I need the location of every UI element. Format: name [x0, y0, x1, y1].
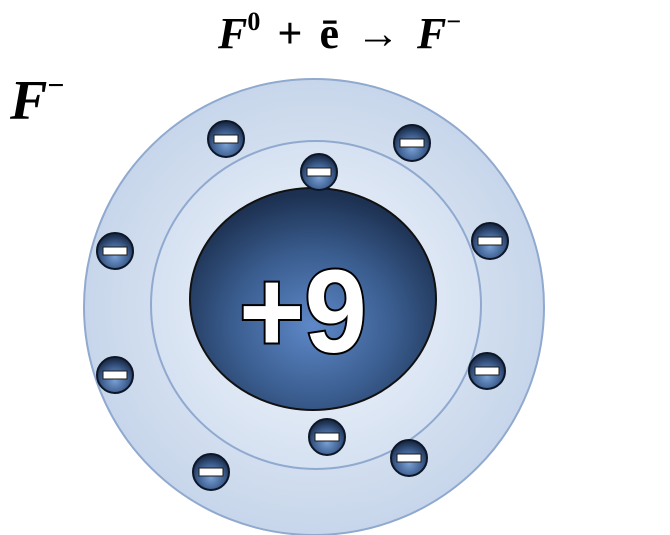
nucleus-charge: +9 [239, 246, 367, 378]
minus-sign [397, 454, 421, 462]
electron-inner-1 [301, 154, 337, 190]
minus-sign [478, 237, 502, 245]
electron-inner-2 [309, 419, 345, 455]
minus-sign [475, 367, 499, 375]
minus-sign [307, 168, 331, 176]
minus-sign [103, 247, 127, 255]
electron-outer-7 [97, 357, 133, 393]
electron-outer-4 [394, 125, 430, 161]
electron-outer-3 [208, 121, 244, 157]
electron-outer-6 [97, 233, 133, 269]
electron-outer-8 [469, 353, 505, 389]
minus-sign [400, 139, 424, 147]
electron-outer-9 [391, 440, 427, 476]
electron-outer-10 [193, 454, 229, 490]
minus-sign [315, 433, 339, 441]
electron-outer-5 [472, 223, 508, 259]
minus-sign [103, 371, 127, 379]
minus-sign [199, 468, 223, 476]
minus-sign [214, 135, 238, 143]
